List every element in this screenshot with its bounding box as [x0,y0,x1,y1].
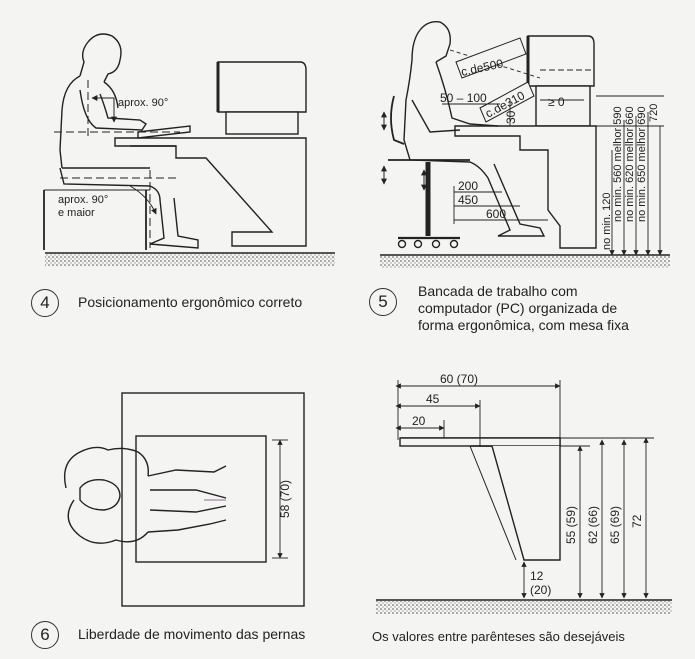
dim-450-label: 450 [458,193,478,207]
figure-4-caption: Posicionamento ergonômico correto [78,294,303,310]
vertical-label-120: no min. 120 [601,193,613,250]
figure-5-caption-line-1: Bancada de trabalho com [418,283,578,299]
floor-hatch-7 [376,601,672,614]
dim-30-label: 30 [504,110,518,124]
figure-7-drawing [376,380,672,614]
floor-hatch-4 [45,254,335,266]
figure-4-number: 4 [31,289,59,317]
vertical-label-650: no min. 650 melhor 690 [636,106,648,222]
floor-hatch-5 [380,256,670,268]
elbow-angle-label: aprox. 90° [118,97,168,109]
foot-dim-12-label: 12 [530,569,544,583]
foot-dim-20-label: (20) [530,583,551,597]
vertical-label-720: 720 [648,104,660,122]
vertical-dim-55-label: 55 (59) [564,506,578,544]
figure-5-drawing [380,20,670,268]
figure-6-drawing [63,392,305,607]
vertical-label-560: no min. 560 melhor 590 [612,106,624,222]
figure-5-number: 5 [369,288,397,316]
screen-angle-label: ≥ 0 [548,95,565,109]
dim-600-label: 600 [486,207,506,221]
top-dim-45-label: 45 [426,392,440,406]
knee-angle-label-1: aprox. 90° [58,194,108,206]
figure-6-caption: Liberdade de movimento das pernas [78,626,306,642]
vertical-dim-65-label: 65 (69) [608,506,622,544]
figure-7-caption: Os valores entre parênteses são desejáve… [372,629,625,644]
figure-5-caption-line-2: computador (PC) organizada de [418,300,618,316]
knee-angle-label-2: e maior [58,207,95,219]
figure-5-caption-line-3: forma ergonômica, com mesa fixa [418,317,629,333]
dim-50-100-label: 50 – 100 [440,91,487,105]
figure-6-number: 6 [31,621,59,649]
vertical-dim-62-label: 62 (66) [586,506,600,544]
vertical-dim-72-label: 72 [630,514,644,528]
top-dim-20-label: 20 [412,414,426,428]
dim-200-label: 200 [458,179,478,193]
top-dim-60-label: 60 (70) [440,372,478,386]
leg-space-label: 58 (70) [278,480,292,518]
figure-4-drawing [43,33,335,266]
vertical-label-620: no min. 620 melhor 660 [624,106,636,222]
